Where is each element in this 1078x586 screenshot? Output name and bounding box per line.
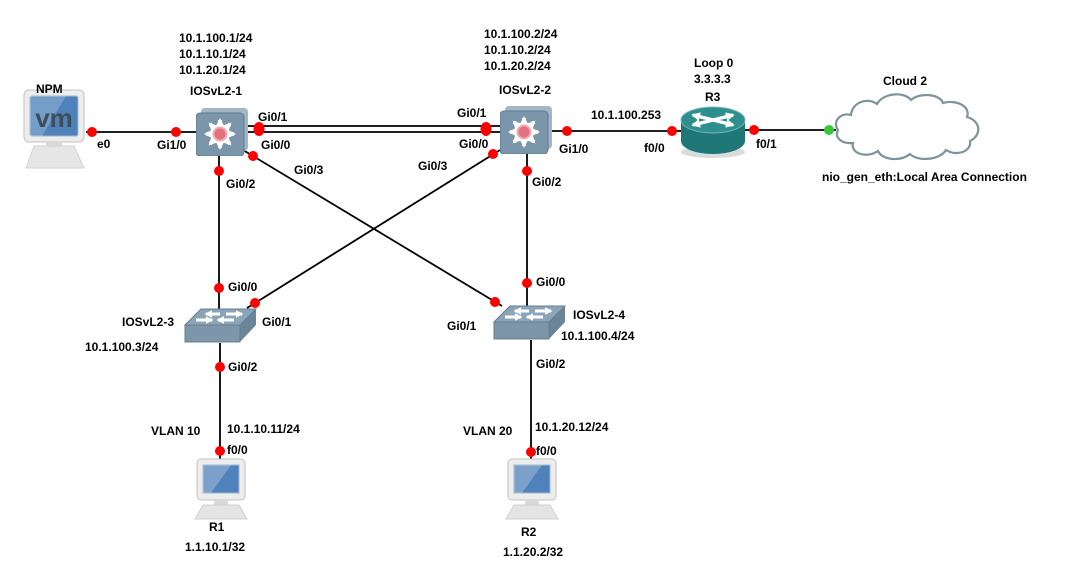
node-iosvl2-1[interactable] <box>195 108 248 161</box>
link-endpoint-dot <box>214 283 224 293</box>
node-label-sw3: IOSvL2-3 <box>122 315 175 329</box>
r1-vlan-label: VLAN 10 <box>151 424 201 438</box>
port-label-r3-f0-1: f0/1 <box>756 137 777 151</box>
port-label-sw3-gi0-1: Gi0/1 <box>262 315 292 329</box>
link-endpoint-dot <box>488 149 498 159</box>
node-r1[interactable] <box>188 458 254 525</box>
ip-line: 10.1.10.1/24 <box>179 47 246 61</box>
ip-line: 10.1.100.2/24 <box>484 27 558 41</box>
node-iosvl2-2[interactable] <box>499 106 552 159</box>
host-icon <box>505 458 559 520</box>
link-endpoint-dot <box>490 297 500 307</box>
router-icon <box>680 106 746 158</box>
link-endpoint-dot <box>248 151 258 161</box>
link-ip-label-sw2-r3: 10.1.100.253 <box>591 108 662 122</box>
link-endpoint-dot <box>250 298 260 308</box>
ip-stack-sw2: 10.1.100.2/24 10.1.10.2/24 10.1.20.2/24 <box>484 26 557 74</box>
r3-loopback-name: Loop 0 <box>694 56 734 70</box>
node-iosvl2-4[interactable] <box>492 305 567 348</box>
node-label-npm: NPM <box>36 82 63 96</box>
r3-loopback-ip: 3.3.3.3 <box>694 72 731 86</box>
port-label-sw3-gi0-2: Gi0/2 <box>228 360 258 374</box>
ip-line: 10.1.100.1/24 <box>179 31 253 45</box>
port-label-npm-e0: e0 <box>97 137 111 151</box>
link-endpoint-dot <box>87 127 97 137</box>
node-cloud-2[interactable] <box>830 90 986 169</box>
link-sw1-sw4[interactable] <box>242 149 503 307</box>
node-label-sw2: IOSvL2-2 <box>499 83 552 97</box>
node-label-sw4: IOSvL2-4 <box>573 308 626 322</box>
node-label-cloud2: Cloud 2 <box>883 74 927 88</box>
node-ip-sw4: 10.1.100.4/24 <box>561 329 635 343</box>
node-npm[interactable]: vm <box>22 86 88 175</box>
node-ip-sw3: 10.1.100.3/24 <box>85 340 159 354</box>
node-r2[interactable] <box>499 458 565 525</box>
r2-ip-label: 10.1.20.12/24 <box>535 420 609 434</box>
node-iosvl2-3[interactable] <box>183 308 258 351</box>
link-endpoint-dot <box>215 446 225 456</box>
ip-line: 10.1.20.2/24 <box>484 59 551 73</box>
port-label-sw4-gi0-0: Gi0/0 <box>536 275 566 289</box>
link-endpoint-dot <box>522 166 532 176</box>
link-endpoint-dot <box>214 166 224 176</box>
multilayer-switch-icon <box>195 108 248 157</box>
l2-switch-icon <box>492 305 567 340</box>
link-endpoint-dot <box>480 122 492 136</box>
l2-switch-icon <box>183 308 258 343</box>
port-label-r1-f0-0: f0/0 <box>227 443 248 457</box>
r2-loopback-ip: 1.1.20.2/32 <box>503 545 564 559</box>
link-endpoint-dot <box>215 362 225 372</box>
node-label-r3: R3 <box>705 90 721 104</box>
port-label-sw1-gi0-1: Gi0/1 <box>258 110 288 124</box>
vm-host-icon: vm <box>23 89 85 169</box>
port-label-r3-f0-0: f0/0 <box>644 141 665 155</box>
port-label-sw1-gi0-0: Gi0/0 <box>261 138 291 152</box>
link-endpoint-dot <box>522 278 532 288</box>
port-label-sw1-gi1-0: Gi1/0 <box>157 138 187 152</box>
port-label-sw1-gi0-2: Gi0/2 <box>226 177 256 191</box>
link-endpoint-dot <box>526 447 536 457</box>
port-label-sw4-gi0-1: Gi0/1 <box>447 319 477 333</box>
cloud-endpoint-dot <box>824 125 834 135</box>
ip-stack-sw1: 10.1.100.1/24 10.1.10.1/24 10.1.20.1/24 <box>179 30 252 78</box>
port-label-sw3-gi0-0: Gi0/0 <box>228 280 258 294</box>
node-label-r1: R1 <box>209 520 225 534</box>
node-label-sw1: IOSvL2-1 <box>190 84 243 98</box>
link-endpoint-dot <box>667 126 677 136</box>
port-label-sw1-gi0-3: Gi0/3 <box>294 163 324 177</box>
port-label-r2-f0-0: f0/0 <box>536 444 557 458</box>
r1-loopback-ip: 1.1.10.1/32 <box>185 540 246 554</box>
npm-screen-text: vm <box>35 103 73 133</box>
link-endpoint-dot <box>749 125 759 135</box>
port-label-sw2-gi0-2: Gi0/2 <box>532 175 562 189</box>
ip-line: 10.1.10.2/24 <box>484 43 551 57</box>
cloud-icon <box>834 93 980 161</box>
port-label-sw2-gi0-3: Gi0/3 <box>418 159 448 173</box>
r2-vlan-label: VLAN 20 <box>463 424 513 438</box>
port-label-sw4-gi0-2: Gi0/2 <box>536 357 566 371</box>
port-label-sw2-gi1-0: Gi1/0 <box>559 142 589 156</box>
link-endpoint-dot <box>562 126 572 136</box>
r1-ip-label: 10.1.10.11/24 <box>227 422 300 436</box>
link-endpoint-dot <box>253 122 265 136</box>
multilayer-switch-icon <box>499 106 552 155</box>
cloud-nio-label: nio_gen_eth:Local Area Connection <box>822 170 1027 184</box>
node-label-r2: R2 <box>521 525 537 539</box>
port-label-sw2-gi0-1: Gi0/1 <box>457 106 487 120</box>
ip-line: 10.1.20.1/24 <box>179 63 246 77</box>
link-endpoint-dot <box>171 127 181 137</box>
port-label-sw2-gi0-0: Gi0/0 <box>459 137 489 151</box>
host-icon <box>194 458 248 520</box>
node-r3[interactable] <box>679 103 747 164</box>
link-sw2-sw3[interactable] <box>246 149 501 309</box>
